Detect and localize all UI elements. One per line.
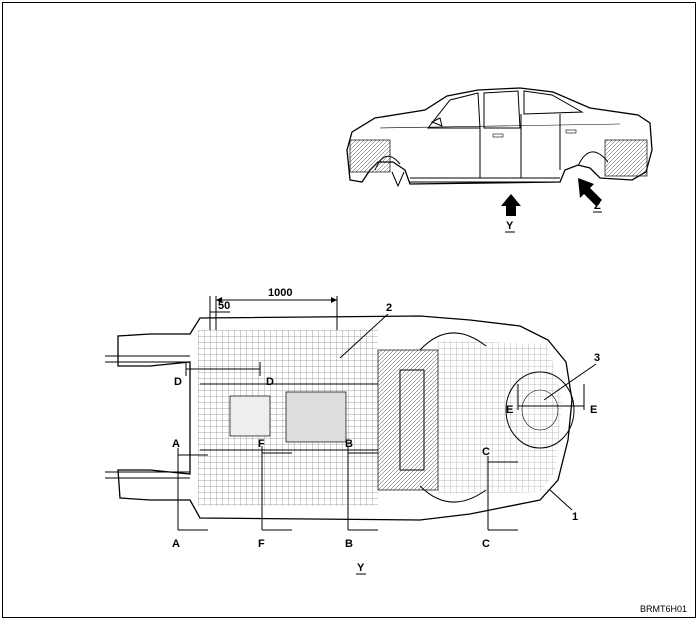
car-side-view — [346, 87, 653, 188]
section-d-right: D — [266, 376, 274, 388]
section-e-right: E — [590, 404, 597, 416]
section-f-bottom: F — [258, 538, 265, 550]
section-d-left: D — [174, 376, 182, 388]
underbody-bottom-view — [105, 315, 575, 521]
view-arrow-z-label: Z — [594, 200, 601, 212]
callout-3: 3 — [594, 352, 600, 364]
bottom-view-label: Y — [357, 562, 365, 574]
section-f-top: F — [258, 438, 265, 450]
view-arrow-y-label: Y — [506, 220, 514, 232]
section-markers: A A F F B B C C D D E E — [172, 362, 597, 550]
section-a-top: A — [172, 438, 180, 450]
dimension-lines: 50 1000 — [209, 287, 338, 330]
section-b-top: B — [345, 438, 353, 450]
section-a-bottom: A — [172, 538, 180, 550]
section-e-left: E — [506, 404, 513, 416]
dimension-50: 50 — [218, 300, 230, 312]
section-c-bottom: C — [482, 538, 490, 550]
section-c-top: C — [482, 446, 490, 458]
callout-2: 2 — [386, 302, 392, 314]
callouts: 2 3 1 — [339, 302, 600, 523]
callout-1: 1 — [572, 511, 578, 523]
section-b-bottom: B — [345, 538, 353, 550]
dimension-1000: 1000 — [268, 287, 292, 299]
view-arrow-z: Z — [578, 178, 602, 213]
drawing-code: BRMT6H01 — [640, 604, 687, 614]
view-arrow-y: Y — [501, 194, 521, 233]
